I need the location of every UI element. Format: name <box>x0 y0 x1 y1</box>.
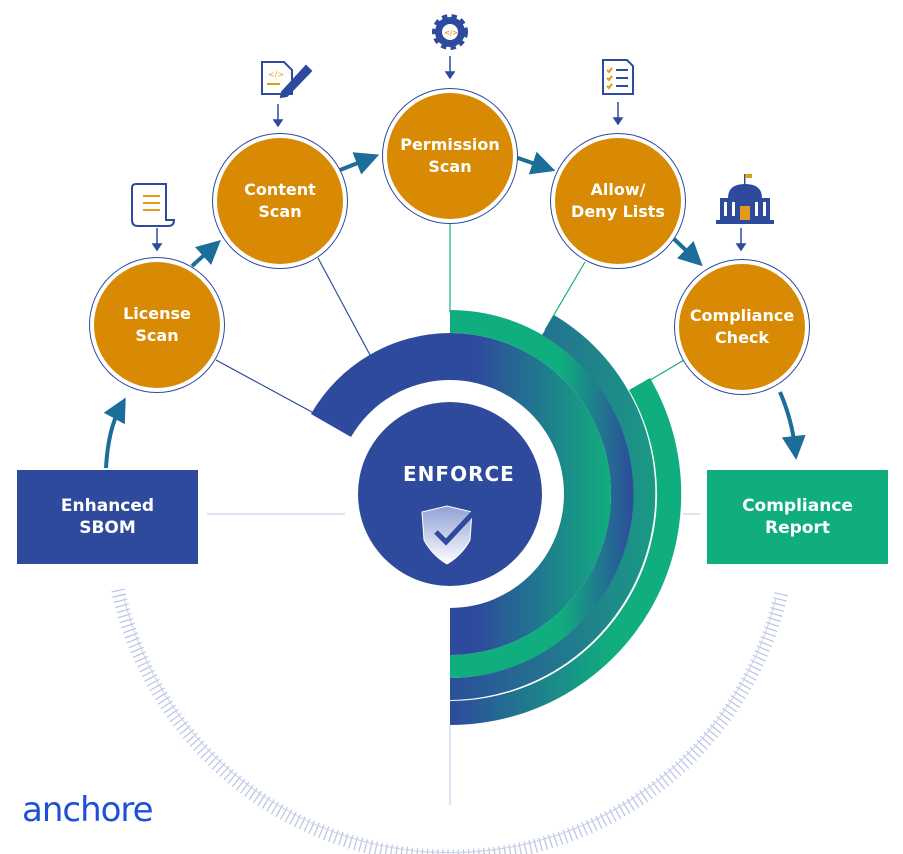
step-label: Content Scan <box>244 180 316 221</box>
enhanced-sbom-box: Enhanced SBOM <box>17 470 198 564</box>
step-label: Allow/ Deny Lists <box>571 180 665 221</box>
arc-band-3 <box>450 315 656 700</box>
svg-text:</>: </> <box>444 29 458 37</box>
box-label: Enhanced SBOM <box>60 496 155 538</box>
svg-text:</>: </> <box>268 70 284 79</box>
checklist-icon <box>602 59 634 95</box>
arc-band-2 <box>450 310 634 678</box>
gear-code-icon: </> <box>432 14 468 50</box>
step-license-scan: License Scan <box>94 262 220 388</box>
step-content-scan: Content Scan <box>217 138 343 264</box>
enforce-label: ENFORCE <box>403 462 515 486</box>
box-label: Compliance Report <box>742 496 853 538</box>
enforce-circle <box>358 402 542 586</box>
step-compliance-check: Compliance Check <box>679 264 805 390</box>
step-permission-scan: Permission Scan <box>387 93 513 219</box>
step-label: Compliance Check <box>689 306 795 347</box>
step-label: License Scan <box>123 304 191 345</box>
compliance-report-box: Compliance Report <box>707 470 888 564</box>
step-label: Permission Scan <box>400 135 500 176</box>
code-document-edit-icon: </> <box>261 61 313 99</box>
scroll-icon <box>131 183 176 227</box>
anchore-logo: anchore <box>22 790 154 830</box>
step-allow-deny-lists: Allow/ Deny Lists <box>555 138 681 264</box>
arc-band-1 <box>311 333 611 655</box>
shield-check-icon <box>421 505 476 565</box>
arc-band-4 <box>450 378 682 726</box>
government-building-icon <box>716 174 774 224</box>
